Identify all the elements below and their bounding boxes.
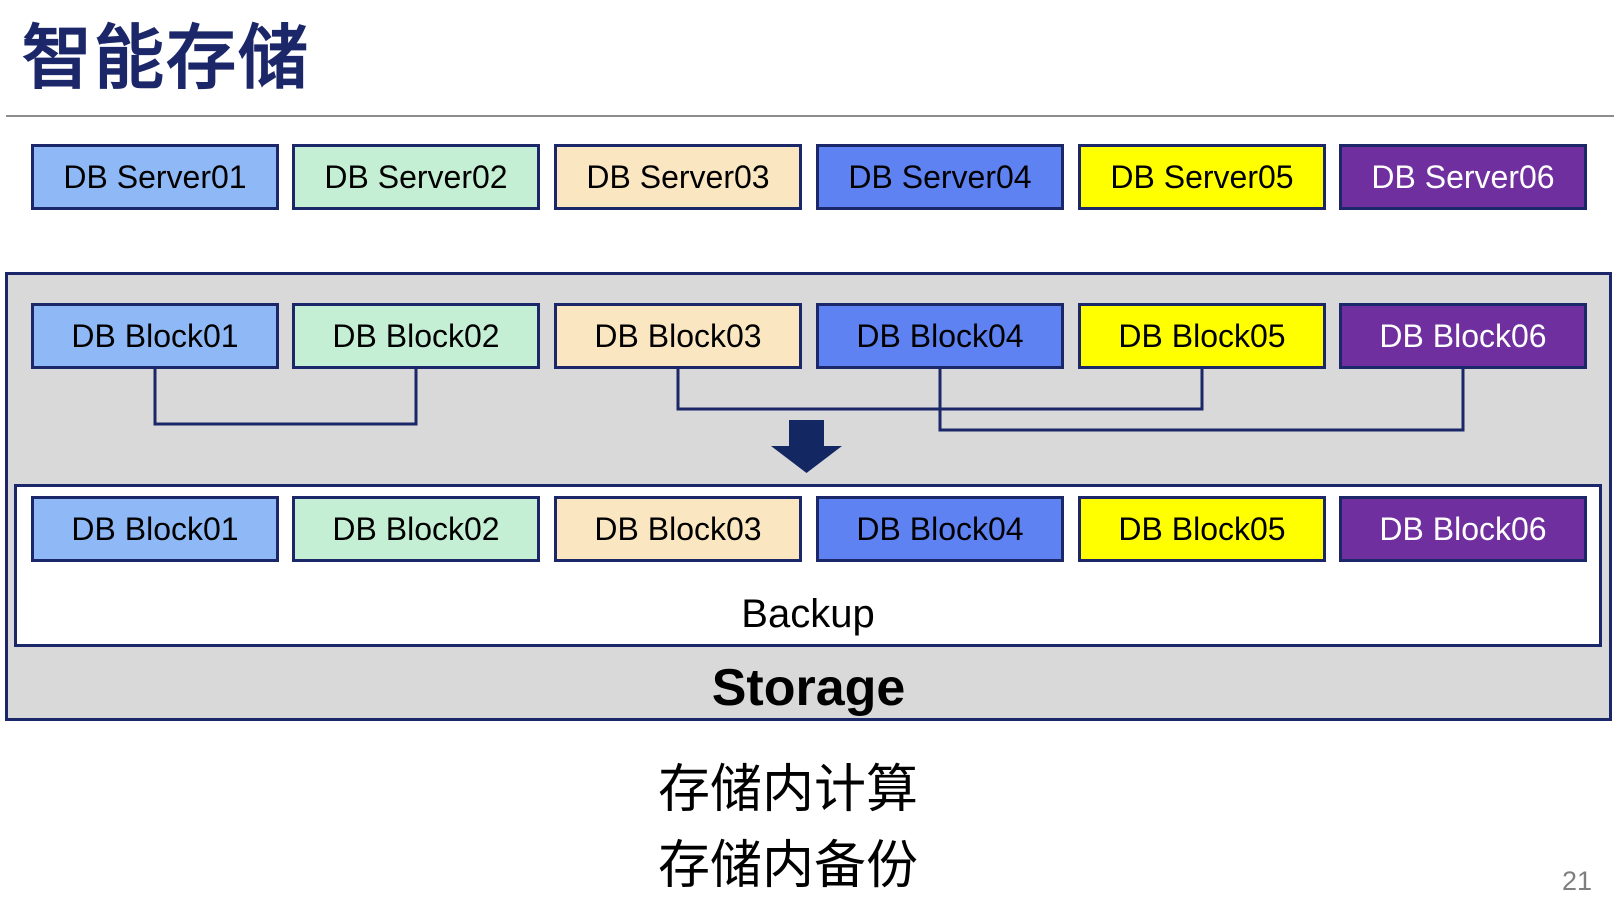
db-server-04-box: DB Server04 <box>816 144 1064 210</box>
page-number: 21 <box>1561 866 1592 896</box>
caption-line-1: 存储内计算 <box>658 761 919 819</box>
bak-db-block-01-label: DB Block01 <box>71 510 239 547</box>
src-db-block-03-box: DB Block03 <box>554 303 802 369</box>
bak-db-block-06-label: DB Block06 <box>1379 510 1547 547</box>
backup-label: Backup <box>741 592 875 636</box>
src-db-block-04-box: DB Block04 <box>816 303 1064 369</box>
db-server-04-label: DB Server04 <box>848 158 1032 195</box>
src-db-block-06-label: DB Block06 <box>1379 317 1547 354</box>
db-server-01-label: DB Server01 <box>63 158 247 195</box>
bak-db-block-04-box: DB Block04 <box>816 496 1064 562</box>
bak-db-block-05-box: DB Block05 <box>1078 496 1326 562</box>
bak-db-block-03-label: DB Block03 <box>594 510 762 547</box>
bak-db-block-02-label: DB Block02 <box>332 510 500 547</box>
bak-db-block-06-box: DB Block06 <box>1339 496 1587 562</box>
db-server-02-label: DB Server02 <box>324 158 508 195</box>
src-db-block-01-label: DB Block01 <box>71 317 239 354</box>
src-db-block-01-box: DB Block01 <box>31 303 279 369</box>
bak-db-block-02-box: DB Block02 <box>292 496 540 562</box>
caption: 存储内计算 存储内备份 <box>658 752 918 904</box>
src-db-block-05-box: DB Block05 <box>1078 303 1326 369</box>
slide-title: 智能存储 <box>22 19 310 97</box>
storage-label: Storage <box>711 659 906 717</box>
db-server-03-label: DB Server03 <box>586 158 770 195</box>
db-server-06-label: DB Server06 <box>1371 158 1555 195</box>
bak-db-block-01-box: DB Block01 <box>31 496 279 562</box>
db-server-05-label: DB Server05 <box>1110 158 1294 195</box>
src-db-block-02-box: DB Block02 <box>292 303 540 369</box>
src-db-block-06-box: DB Block06 <box>1339 303 1587 369</box>
caption-line-2: 存储内备份 <box>658 837 919 895</box>
src-db-block-04-label: DB Block04 <box>856 317 1024 354</box>
src-db-block-02-label: DB Block02 <box>332 317 500 354</box>
db-server-02-box: DB Server02 <box>292 144 540 210</box>
db-server-05-box: DB Server05 <box>1078 144 1326 210</box>
bak-db-block-05-label: DB Block05 <box>1118 510 1286 547</box>
bak-db-block-03-box: DB Block03 <box>554 496 802 562</box>
db-server-06-box: DB Server06 <box>1339 144 1587 210</box>
src-db-block-05-label: DB Block05 <box>1118 317 1286 354</box>
src-db-block-03-label: DB Block03 <box>594 317 762 354</box>
title-rule <box>6 115 1614 117</box>
bak-db-block-04-label: DB Block04 <box>856 510 1024 547</box>
db-server-03-box: DB Server03 <box>554 144 802 210</box>
db-server-01-box: DB Server01 <box>31 144 279 210</box>
